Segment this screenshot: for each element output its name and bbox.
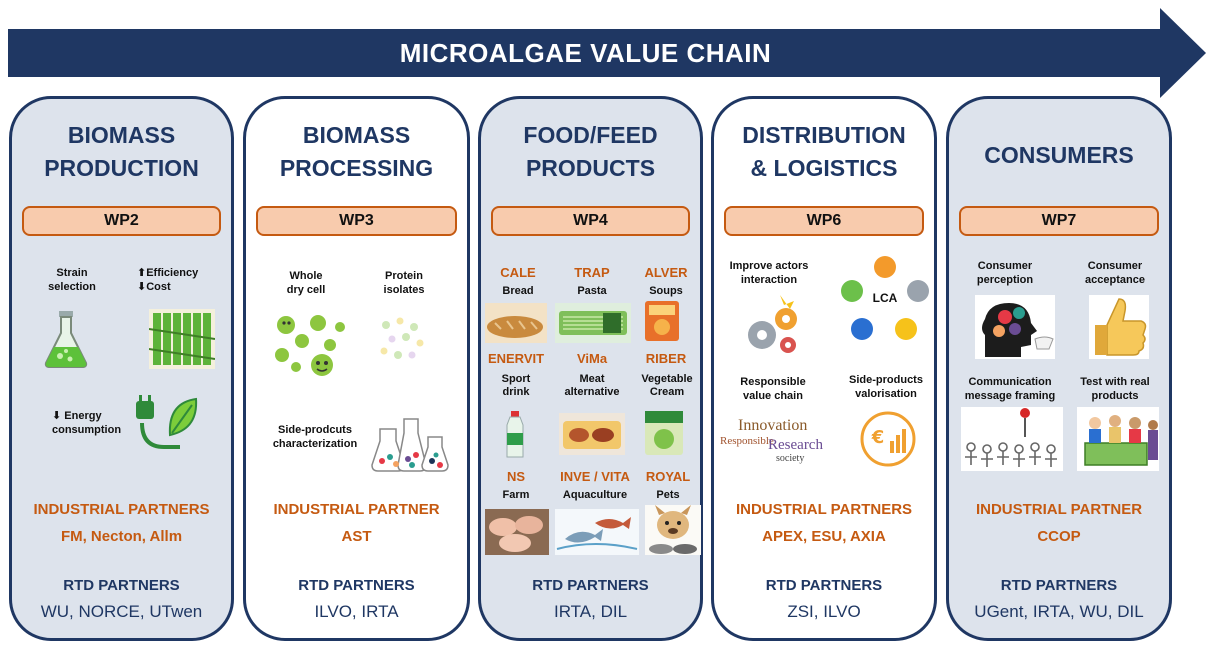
- product-brand: ROYAL: [645, 469, 691, 484]
- wp-badge: WP3: [256, 206, 457, 236]
- product-brand: INVE / VITA: [560, 469, 630, 484]
- product-brand: ENERVIT: [487, 351, 545, 366]
- item-label: ⬆Efficiency⬇Cost: [137, 267, 199, 293]
- product-brand: ALVER: [644, 265, 688, 280]
- green-cells-icon: [275, 315, 345, 376]
- product-brand: ViMa: [576, 351, 608, 366]
- industrial-partners-heading: INDUSTRIAL PARTNERS: [735, 501, 913, 518]
- arrow-head: [1160, 8, 1206, 98]
- column-title: CONSUMERS: [984, 142, 1134, 168]
- bread-icon: [485, 303, 547, 343]
- bottle-icon: [506, 411, 524, 458]
- eco-plug-icon: [136, 395, 198, 449]
- product-brand: RIBER: [645, 351, 687, 366]
- rtd-partners-names: WU, NORCE, UTwen: [40, 602, 203, 621]
- wp-badge: WP6: [724, 206, 924, 236]
- tasting-icon: [1077, 407, 1159, 471]
- industrial-partners-names: FM, Necton, Allm: [60, 528, 183, 545]
- head-shopping-icon: [975, 295, 1055, 359]
- photobioreactor-icon: [149, 309, 215, 369]
- value-chain-arrow: [8, 29, 1163, 77]
- industrial-partners-heading: INDUSTRIAL PARTNER: [273, 501, 440, 518]
- lca-label: LCA: [873, 291, 898, 305]
- banner-title: MICROALGAE VALUE CHAIN: [399, 38, 772, 68]
- product-label: Pasta: [577, 285, 607, 297]
- rtd-partners-names: UGent, IRTA, WU, DIL: [974, 602, 1144, 621]
- soup-pack-icon: [645, 301, 679, 341]
- rtd-partners-heading: RTD PARTNERS: [63, 577, 180, 594]
- product-brand: NS: [506, 469, 526, 484]
- product-label: Soups: [649, 285, 683, 297]
- cream-pack-icon: [645, 411, 683, 455]
- product-label: Bread: [502, 285, 534, 297]
- pigs-icon: [485, 509, 549, 555]
- flask-icon: [44, 311, 88, 368]
- rtd-partners-heading: RTD PARTNERS: [765, 577, 883, 594]
- industrial-partners-names: CCOP: [1037, 528, 1081, 545]
- rtd-partners-heading: RTD PARTNERS: [298, 577, 415, 594]
- industrial-partners-heading: INDUSTRIAL PARTNER: [975, 501, 1143, 518]
- industrial-partners-heading: INDUSTRIAL PARTNERS: [33, 501, 210, 518]
- product-label: Farm: [502, 489, 530, 501]
- pasta-icon: [555, 303, 631, 343]
- rtd-partners-names: IRTA, DIL: [553, 602, 628, 621]
- industrial-partners-names: AST: [341, 528, 372, 545]
- thumbs-up-icon: [1089, 295, 1149, 359]
- column-title: DISTRIBUTION& LOGISTICS: [742, 122, 906, 181]
- product-label: Pets: [656, 489, 680, 501]
- word-cloud-icon: Innovation Responsible Research society: [720, 417, 823, 464]
- industrial-partners-names: APEX, ESU, AXIA: [762, 528, 886, 545]
- gears-icon: [748, 295, 797, 353]
- column-distribution-logistics: DISTRIBUTION& LOGISTICS WP6 Improve acto…: [711, 96, 937, 641]
- product-label: Aquaculture: [562, 489, 628, 501]
- product-brand: TRAP: [574, 265, 610, 280]
- rtd-partners-names: ZSI, ILVO: [787, 602, 861, 621]
- euro-growth-icon: €: [860, 411, 916, 467]
- protein-dots-icon: [380, 317, 424, 359]
- product-brand: CALE: [500, 265, 536, 280]
- rtd-partners-names: ILVO, IRTA: [314, 602, 399, 621]
- meat-alt-icon: [559, 413, 625, 455]
- beakers-icon: [371, 418, 449, 472]
- dog-icon: [645, 505, 701, 555]
- lca-circles-icon: LCA: [841, 256, 929, 340]
- crowd-speaker-icon: [961, 407, 1063, 471]
- fish-icon: [555, 509, 639, 555]
- svg-text:€: €: [871, 427, 885, 448]
- wp-badge: WP4: [491, 206, 690, 236]
- wp-badge: WP7: [959, 206, 1159, 236]
- wp-badge: WP2: [22, 206, 221, 236]
- rtd-partners-heading: RTD PARTNERS: [532, 577, 649, 594]
- rtd-partners-heading: RTD PARTNERS: [1000, 577, 1118, 594]
